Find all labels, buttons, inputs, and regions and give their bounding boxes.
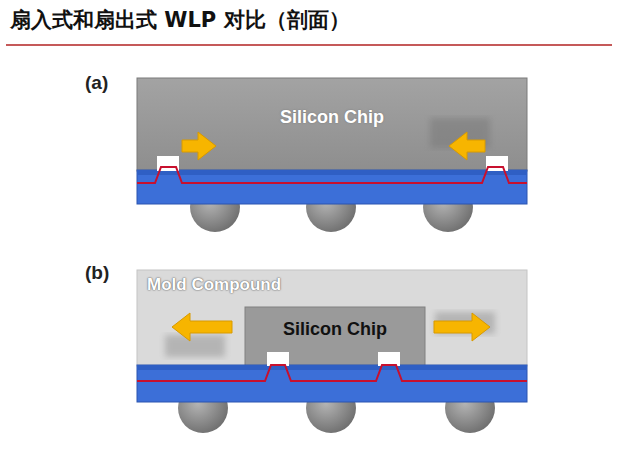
rdl-trace xyxy=(137,167,527,183)
fan-out-panel xyxy=(137,270,527,433)
shadow xyxy=(165,335,225,357)
fan-out-arrow xyxy=(434,313,490,341)
chip-pad xyxy=(378,352,400,366)
silicon-chip xyxy=(137,78,527,171)
chip-label: Silicon Chip xyxy=(283,319,387,340)
region-label: Mold Compound xyxy=(147,275,281,295)
rdl-top xyxy=(137,365,527,370)
chip-pad xyxy=(267,352,289,366)
page-title: 扇入式和扇出式 WLP 对比（剖面） xyxy=(10,6,350,34)
chip-label: Silicon Chip xyxy=(280,107,384,128)
fan-in-arrow xyxy=(449,132,485,160)
redistribution-layer xyxy=(137,170,527,204)
panel-label: (a) xyxy=(85,72,108,94)
panel-label: (b) xyxy=(85,262,109,284)
fan-out-arrow xyxy=(172,313,232,341)
rdl-trace xyxy=(137,365,527,381)
redistribution-layer xyxy=(137,365,527,402)
mold-compound xyxy=(137,270,527,366)
silicon-chip-box: Silicon Chip xyxy=(137,78,527,156)
silicon-chip-box: Silicon Chip xyxy=(245,307,425,352)
rdl-top xyxy=(137,170,527,175)
silicon-chip xyxy=(245,307,425,366)
fan-in-arrow xyxy=(182,132,216,160)
mold-compound-region: Mold CompoundSilicon Chip xyxy=(137,270,527,307)
title-rule xyxy=(6,44,612,46)
fan-in-panel xyxy=(137,78,527,232)
